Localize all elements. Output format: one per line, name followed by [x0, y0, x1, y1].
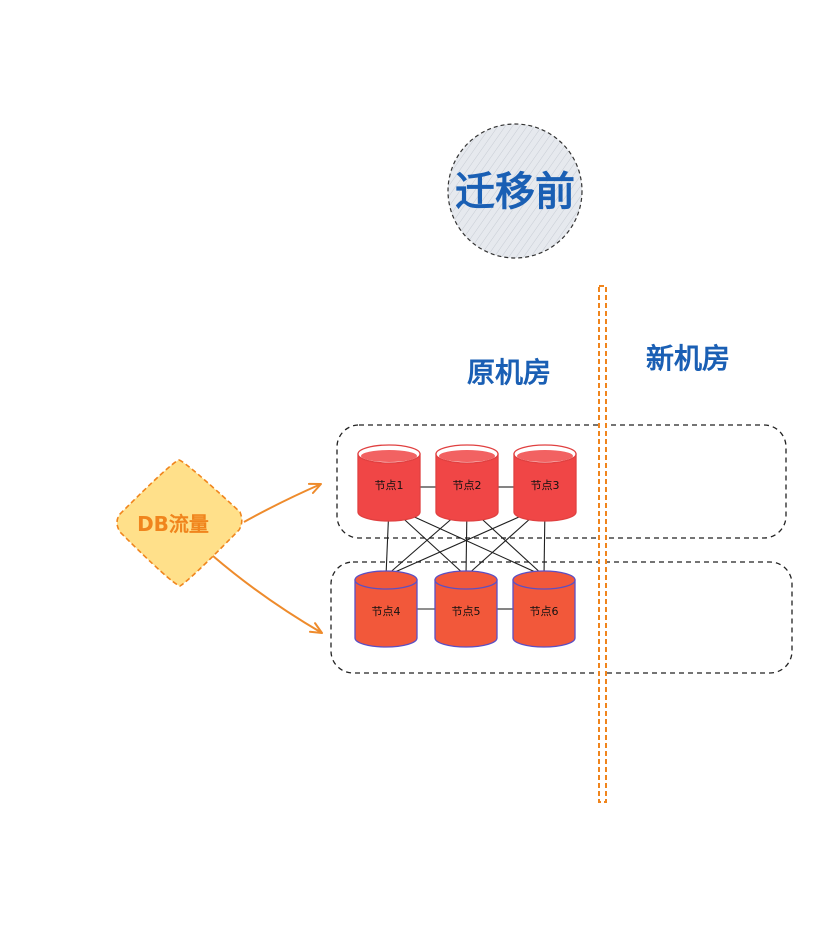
- divider-bar: [598, 285, 607, 803]
- db-node-body: [513, 453, 577, 522]
- node-connections: [385, 486, 546, 610]
- datacenter-divider: [598, 285, 607, 803]
- node-link: [385, 515, 522, 577]
- db-node-label: 节点5: [452, 605, 481, 618]
- zone-label-original: 原机房: [467, 356, 551, 389]
- node-link: [465, 515, 468, 577]
- node-link: [400, 515, 467, 577]
- title-badge: 迁移前: [447, 123, 583, 259]
- db-node-label: 节点6: [530, 605, 559, 618]
- db-node-top: [354, 570, 418, 590]
- node-link: [412, 515, 545, 577]
- db-traffic-source: DB流量: [116, 459, 243, 587]
- node-link: [465, 515, 534, 577]
- db-node-rim: [361, 450, 417, 462]
- page-title: 迁移前: [455, 168, 575, 215]
- db-node-label: 节点2: [453, 479, 482, 492]
- node-link: [385, 515, 456, 577]
- db-node-body: [435, 453, 499, 522]
- zone-label-new: 新机房: [646, 342, 730, 375]
- db-node-label: 节点3: [531, 479, 560, 492]
- db-node-rim: [517, 450, 573, 462]
- db-node-body: [357, 453, 421, 522]
- title-circle: [447, 123, 583, 259]
- db-node-label: 节点1: [375, 479, 404, 492]
- db-node-body: [434, 579, 498, 648]
- traffic-arrow-bottom: [212, 555, 323, 634]
- db-node: 节点3: [513, 444, 577, 522]
- traffic-diamond: [116, 459, 243, 587]
- db-node: 节点5: [434, 570, 498, 648]
- node-row-bottom: 节点4 节点5 节点6: [354, 570, 576, 648]
- db-node-rim: [439, 450, 495, 462]
- node-row-top: 节点1 节点2 节点3: [357, 444, 577, 522]
- node-group-top: [336, 424, 787, 539]
- node-link: [478, 515, 545, 577]
- node-link: [543, 515, 546, 577]
- db-node-body: [354, 579, 418, 648]
- db-node: 节点4: [354, 570, 418, 648]
- node-link: [385, 515, 390, 577]
- db-node-top: [512, 570, 576, 590]
- traffic-label: DB流量: [137, 512, 209, 536]
- db-node: 节点2: [435, 444, 499, 522]
- db-node-top: [434, 570, 498, 590]
- node-group-bottom: [330, 561, 793, 674]
- db-node: 节点1: [357, 444, 421, 522]
- db-node-body: [512, 579, 576, 648]
- db-node-label: 节点4: [372, 605, 401, 618]
- db-node: 节点6: [512, 570, 576, 648]
- traffic-arrow-top: [243, 482, 322, 523]
